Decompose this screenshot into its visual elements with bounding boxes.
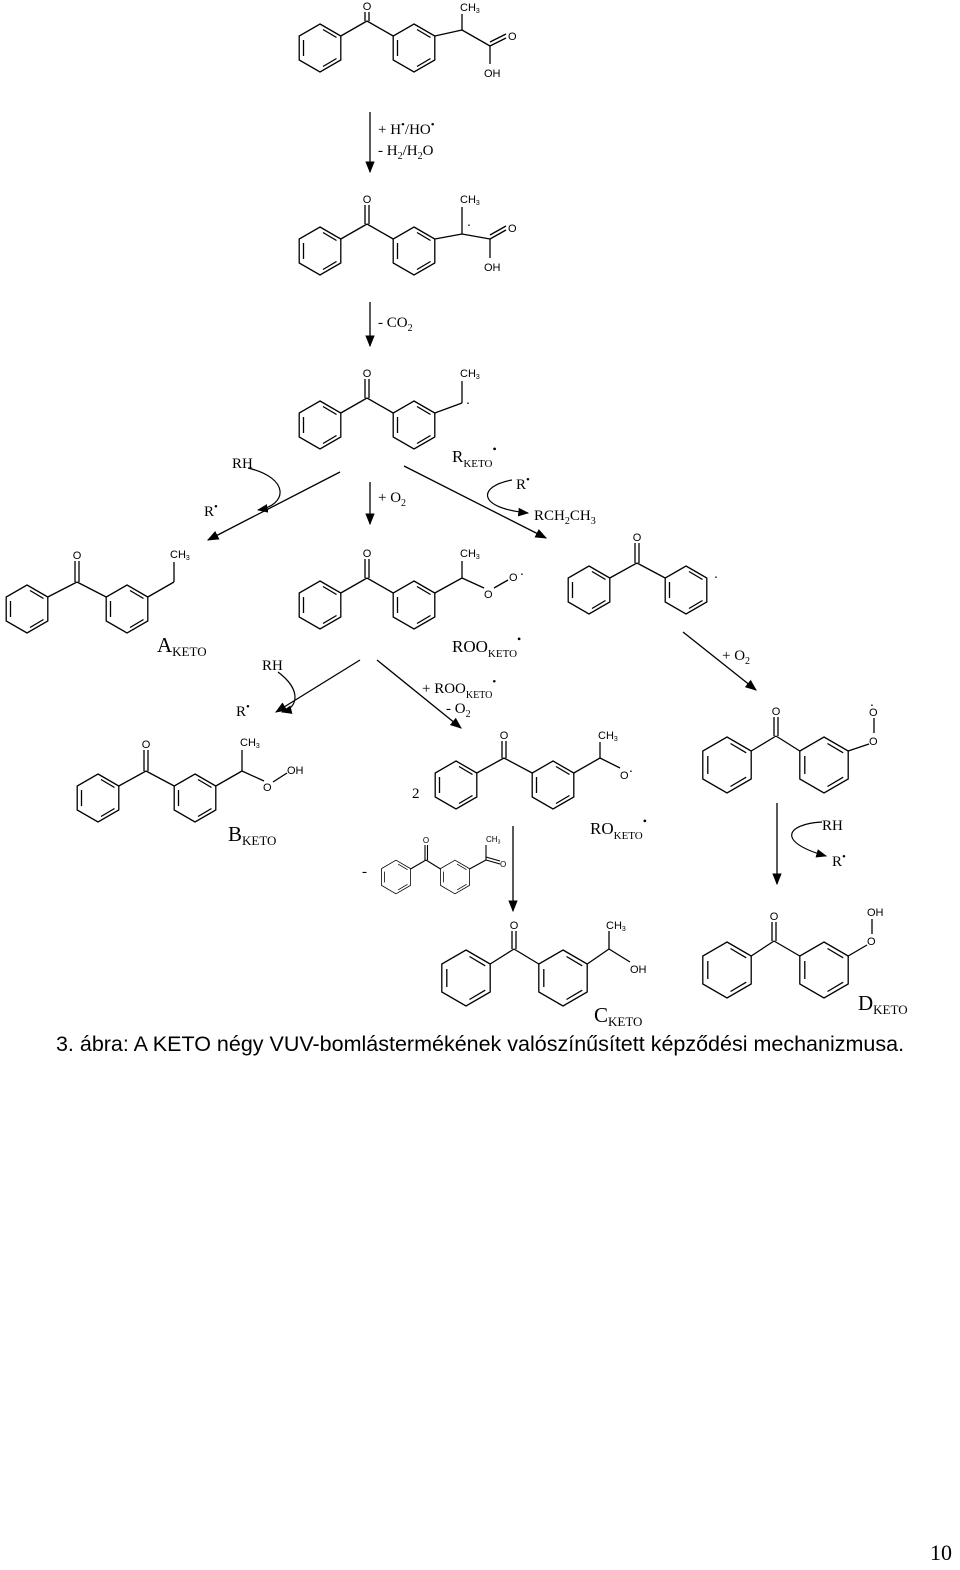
svg-text:O: O — [484, 589, 493, 601]
svg-text:O: O — [510, 920, 519, 932]
label-r-radical-4: R• — [832, 851, 846, 870]
svg-text:CH3: CH3 — [240, 737, 260, 750]
svg-text:O: O — [509, 572, 518, 584]
benzoylphenylperoxy-radical-molecule: O O O . — [702, 693, 878, 794]
byproduct-molecule: O CH3 O — [381, 835, 506, 895]
svg-text:O: O — [633, 532, 642, 544]
arrow-to-ro-keto — [376, 659, 462, 729]
label-rh-3: RH — [822, 818, 843, 834]
minus-sign: - — [362, 864, 367, 880]
svg-text:O: O — [620, 770, 629, 782]
svg-text:CH3: CH3 — [606, 920, 626, 933]
svg-text:O: O — [508, 223, 517, 235]
arrow-to-a-keto — [206, 471, 341, 541]
step-1-label-line-1: + H•/HO• — [378, 119, 435, 138]
carbonyl-oxygen: O — [363, 1, 372, 13]
svg-text:CH3: CH3 — [486, 835, 501, 846]
label-plus-o2-2: + O2 — [722, 648, 750, 667]
label-r-radical-1: R• — [204, 501, 218, 520]
ro-keto-molecule: O CH3 O . — [434, 730, 633, 810]
curved-arrow-r-radical — [486, 479, 530, 517]
svg-text:O: O — [867, 936, 876, 948]
a-keto-molecule: O CH3 — [5, 549, 190, 634]
curved-arrow-rh — [247, 467, 281, 513]
label-rch2ch3: RCH2CH3 — [534, 508, 596, 527]
svg-text:O: O — [500, 730, 509, 742]
arrow-to-b-keto — [275, 659, 361, 713]
label-c-keto: CKETO — [594, 1003, 642, 1029]
ketoprofen-radical-molecule: O CH3 . O OH — [298, 194, 517, 276]
svg-text:OH: OH — [867, 907, 884, 919]
ethyl-radical-molecule: O CH3 . — [298, 368, 480, 450]
svg-text:O: O — [772, 706, 781, 718]
radical-dot: . — [467, 213, 471, 229]
acid-oxygen: O — [508, 31, 517, 43]
b-keto-molecule: O CH3 O OH — [76, 737, 304, 823]
label-r-keto: RKETO• — [452, 442, 497, 470]
label-plus-roo-keto: + ROOKETO• — [422, 676, 496, 701]
svg-text:O: O — [869, 707, 878, 719]
svg-text:OH: OH — [287, 765, 304, 777]
svg-text:CH3: CH3 — [460, 368, 480, 381]
label-r-radical-3: R• — [236, 701, 250, 720]
curved-arrow-rh-3 — [791, 821, 828, 858]
svg-text:CH3: CH3 — [460, 548, 480, 561]
label-minus-o2: - O2 — [446, 701, 471, 720]
curved-arrow-rh-2 — [277, 671, 296, 714]
svg-text:OH: OH — [630, 964, 647, 976]
step-1-label-line-2: - H2/H2O — [378, 143, 434, 162]
label-plus-o2-1: + O2 — [378, 490, 406, 509]
svg-text:.: . — [870, 693, 874, 709]
svg-text:.: . — [714, 565, 718, 581]
svg-text:O: O — [263, 782, 272, 794]
arrow-to-benzophenone-radical — [403, 465, 548, 539]
label-r-radical-2: R• — [516, 474, 530, 493]
arrow-to-benzoylphenylperoxy — [682, 631, 757, 691]
ketoprofen-molecule: O CH3 O OH — [298, 1, 517, 80]
reaction-scheme: O CH3 O OH + H•/HO• - H2/H2O O CH3 . O O… — [5, 1, 908, 1029]
svg-text:O: O — [142, 739, 151, 751]
label-d-keto: DKETO — [858, 991, 908, 1017]
methyl-group: CH3 — [460, 2, 480, 15]
c-keto-molecule: O CH3 OH — [441, 920, 647, 1007]
svg-text:OH: OH — [484, 262, 501, 274]
svg-text:CH3: CH3 — [460, 194, 480, 207]
stoichiometric-two: 2 — [412, 786, 420, 802]
label-b-keto: BKETO — [228, 822, 276, 848]
label-ro-keto: ROKETO• — [590, 814, 647, 842]
benzophenone-radical-molecule: O . — [567, 532, 718, 615]
svg-text:O: O — [500, 860, 506, 869]
svg-text:.: . — [520, 562, 524, 578]
svg-text:O: O — [363, 194, 372, 206]
svg-text:O: O — [770, 911, 779, 923]
svg-text:O: O — [423, 836, 429, 845]
d-keto-molecule: O O OH — [702, 907, 884, 999]
label-a-keto: AKETO — [157, 633, 207, 659]
figure-caption: 3. ábra: A KETO négy VUV-bomlástermékéne… — [55, 1032, 905, 1056]
svg-text:O: O — [363, 368, 372, 380]
svg-text:.: . — [629, 759, 633, 775]
svg-text:O: O — [869, 736, 878, 748]
page-number: 10 — [930, 1540, 952, 1565]
svg-text:CH3: CH3 — [598, 730, 618, 743]
label-rh-2: RH — [262, 658, 283, 674]
roo-keto-molecule: O CH3 O O . — [298, 548, 524, 630]
step-2-label: - CO2 — [378, 315, 413, 334]
svg-text:CH3: CH3 — [170, 549, 190, 562]
svg-text:O: O — [73, 550, 82, 562]
label-roo-keto: ROOKETO• — [452, 632, 521, 660]
svg-text:.: . — [466, 391, 470, 407]
svg-text:O: O — [363, 548, 372, 560]
label-rh-1: RH — [232, 456, 253, 472]
hydroxyl-group: OH — [484, 68, 501, 80]
